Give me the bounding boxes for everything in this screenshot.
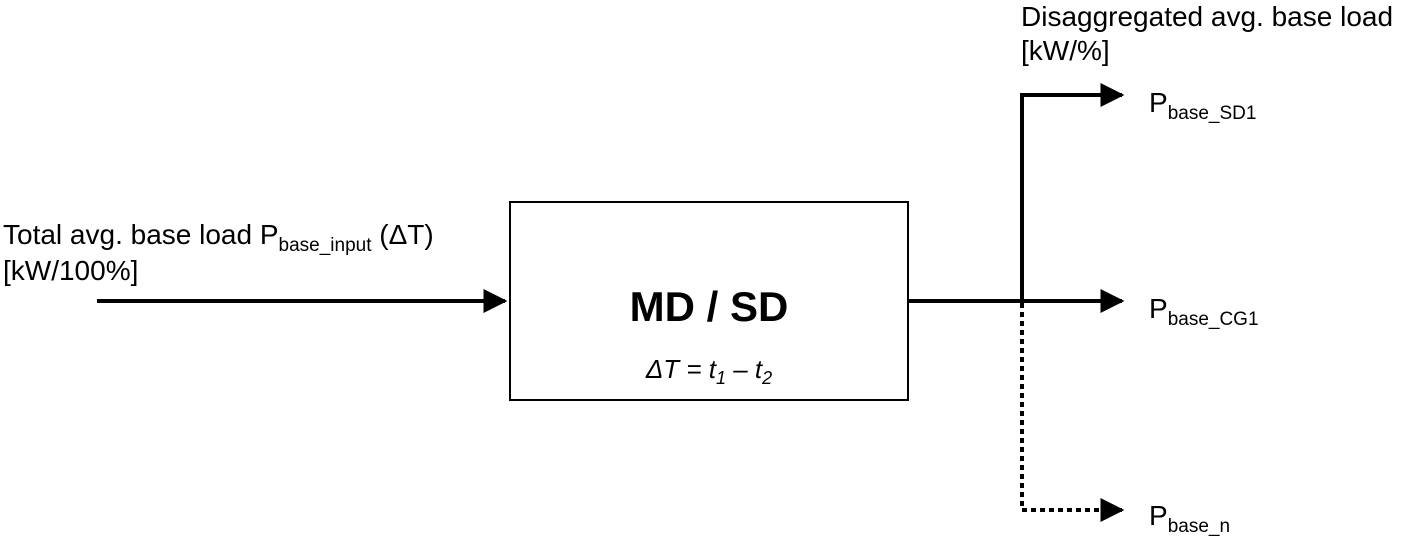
output-sub: base_n [1167,516,1231,537]
output-header: Disaggregated avg. base load [1021,1,1394,32]
output-symbol: P [1149,293,1168,324]
input-unit: [kW/100%] [3,255,139,286]
input-label: Total avg. base load Pbase_input (ΔT) [3,218,434,256]
output-label-sd1: Pbase_SD1 [1149,86,1256,124]
block-formula: ΔT = t1 – t2 [511,353,907,388]
output-sub: base_CG1 [1167,309,1259,330]
input-label-prefix: Total avg. base load P [3,219,279,250]
output-symbol: P [1149,87,1168,118]
formula-sub1: 1 [716,368,727,388]
output-label-cg1: Pbase_CG1 [1149,292,1259,330]
output-label-n: Pbase_n [1149,499,1230,537]
output-sub: base_SD1 [1167,103,1257,124]
input-label-sub: base_input [278,235,372,256]
md-sd-block: MD / SD ΔT = t1 – t2 [509,201,909,401]
output-unit: [kW/%] [1021,35,1110,66]
block-title: MD / SD [629,283,789,330]
formula-mid: – t [726,354,763,384]
output-symbol: P [1149,500,1168,531]
input-label-suffix: (ΔT) [371,219,434,250]
formula-prefix: ΔT = t [645,354,716,384]
formula-sub2: 2 [762,368,773,388]
